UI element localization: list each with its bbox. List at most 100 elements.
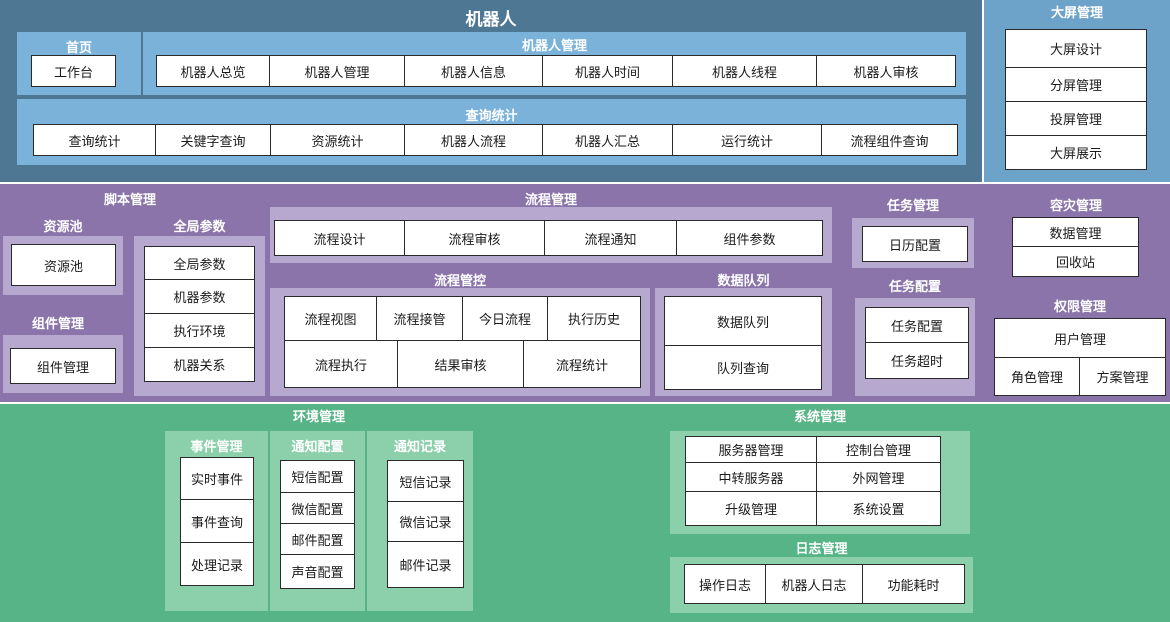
params-title: 全局参数 xyxy=(173,220,226,235)
realtime-event[interactable]: 实时事件 xyxy=(180,457,254,500)
wechat-config[interactable]: 微信配置 xyxy=(280,493,355,524)
sms-config[interactable]: 短信配置 xyxy=(280,460,355,493)
sound-config[interactable]: 声音配置 xyxy=(280,555,355,589)
mail-record[interactable]: 邮件记录 xyxy=(387,542,464,588)
machine-relation[interactable]: 机器关系 xyxy=(144,348,255,382)
flow-stats[interactable]: 流程统计 xyxy=(524,340,641,388)
function-timing[interactable]: 功能耗时 xyxy=(863,564,965,604)
screen-show[interactable]: 大屏展示 xyxy=(1005,136,1147,170)
user-manage[interactable]: 用户管理 xyxy=(994,318,1166,358)
recycle-bin[interactable]: 回收站 xyxy=(1012,247,1139,277)
flow-row: 流程设计 流程审核 流程通知 组件参数 xyxy=(274,220,823,256)
system-settings[interactable]: 系统设置 xyxy=(817,491,941,526)
flow-control-row2: 流程执行 结果审核 流程统计 xyxy=(284,340,641,388)
params-list: 全局参数 机器参数 执行环境 机器关系 xyxy=(144,246,255,382)
data-manage[interactable]: 数据管理 xyxy=(1012,217,1139,247)
robot-info[interactable]: 机器人信息 xyxy=(405,55,543,87)
disaster-title: 容灾管理 xyxy=(1049,199,1102,214)
keyword-query[interactable]: 关键字查询 xyxy=(156,124,271,156)
task-config-list: 任务配置 任务超时 xyxy=(865,307,969,379)
mail-config[interactable]: 邮件配置 xyxy=(280,524,355,555)
flow-takeover[interactable]: 流程接管 xyxy=(377,296,463,341)
calendar-config[interactable]: 日历配置 xyxy=(862,226,968,262)
task-config-title: 任务配置 xyxy=(888,280,941,295)
system-grid: 服务器管理 控制台管理 中转服务器 外网管理 升级管理 系统设置 xyxy=(685,436,941,526)
screen-list: 大屏设计 分屏管理 投屏管理 大屏展示 xyxy=(1005,29,1147,170)
flow-exec[interactable]: 流程执行 xyxy=(284,340,398,388)
log-row: 操作日志 机器人日志 功能耗时 xyxy=(684,564,965,604)
system-title: 系统管理 xyxy=(793,410,846,425)
event-list: 实时事件 事件查询 处理记录 xyxy=(180,457,254,586)
screen-design[interactable]: 大屏设计 xyxy=(1005,29,1147,68)
flow-control-title: 流程管控 xyxy=(433,274,486,289)
data-queue[interactable]: 数据队列 xyxy=(664,296,822,346)
auth-title: 权限管理 xyxy=(1053,300,1106,315)
exec-env[interactable]: 执行环境 xyxy=(144,314,255,348)
pool-title: 资源池 xyxy=(43,220,83,235)
machine-params[interactable]: 机器参数 xyxy=(144,280,255,314)
task-title: 任务管理 xyxy=(886,199,939,214)
console-manage[interactable]: 控制台管理 xyxy=(817,436,941,463)
log-title: 日志管理 xyxy=(795,542,848,557)
screen-title: 大屏管理 xyxy=(1050,6,1103,21)
notify-list: 短信配置 微信配置 邮件配置 声音配置 xyxy=(280,460,355,589)
system-grid-row: 服务器管理 控制台管理 xyxy=(685,436,941,463)
robot-thread[interactable]: 机器人线程 xyxy=(673,55,817,87)
relay-server[interactable]: 中转服务器 xyxy=(685,462,817,492)
component-params[interactable]: 组件参数 xyxy=(677,220,823,256)
flow-component-query[interactable]: 流程组件查询 xyxy=(822,124,958,156)
upgrade-manage[interactable]: 升级管理 xyxy=(685,491,817,526)
flow-title: 流程管理 xyxy=(524,193,577,208)
handle-record[interactable]: 处理记录 xyxy=(180,543,254,586)
query-row: 查询统计 关键字查询 资源统计 机器人流程 机器人汇总 运行统计 流程组件查询 xyxy=(33,124,958,156)
today-flow[interactable]: 今日流程 xyxy=(463,296,548,341)
home-workbench[interactable]: 工作台 xyxy=(31,55,116,87)
screen-cast[interactable]: 投屏管理 xyxy=(1005,102,1147,136)
plan-manage[interactable]: 方案管理 xyxy=(1080,357,1166,396)
task-config[interactable]: 任务配置 xyxy=(865,307,969,343)
record-title: 通知记录 xyxy=(393,440,446,455)
server-manage[interactable]: 服务器管理 xyxy=(685,436,817,463)
notify-title: 通知配置 xyxy=(291,440,344,455)
extranet-manage[interactable]: 外网管理 xyxy=(817,462,941,492)
robot-title: 机器人 xyxy=(465,10,517,30)
robot-manage-title: 机器人管理 xyxy=(521,39,587,54)
flow-view[interactable]: 流程视图 xyxy=(284,296,377,341)
resource-pool[interactable]: 资源池 xyxy=(11,244,116,286)
operation-log[interactable]: 操作日志 xyxy=(684,564,766,604)
screen-split[interactable]: 分屏管理 xyxy=(1005,68,1147,102)
home-title: 首页 xyxy=(65,41,92,56)
query-stats[interactable]: 查询统计 xyxy=(33,124,156,156)
flow-design[interactable]: 流程设计 xyxy=(274,220,405,256)
flow-review[interactable]: 流程审核 xyxy=(405,220,545,256)
robot-flow[interactable]: 机器人流程 xyxy=(405,124,543,156)
robot-time[interactable]: 机器人时间 xyxy=(543,55,673,87)
robot-manage[interactable]: 机器人管理 xyxy=(270,55,405,87)
component-title: 组件管理 xyxy=(31,317,84,332)
sms-record[interactable]: 短信记录 xyxy=(387,460,464,502)
flow-control-row1: 流程视图 流程接管 今日流程 执行历史 xyxy=(284,296,641,341)
result-review[interactable]: 结果审核 xyxy=(398,340,524,388)
queue-query[interactable]: 队列查询 xyxy=(664,346,822,390)
system-grid-row: 中转服务器 外网管理 xyxy=(685,462,941,492)
robot-overview[interactable]: 机器人总览 xyxy=(156,55,270,87)
flow-notify[interactable]: 流程通知 xyxy=(545,220,677,256)
task-timeout[interactable]: 任务超时 xyxy=(865,343,969,379)
robot-manage-row: 机器人总览 机器人管理 机器人信息 机器人时间 机器人线程 机器人审核 xyxy=(156,55,956,87)
disaster-list: 数据管理 回收站 xyxy=(1012,217,1139,277)
global-params[interactable]: 全局参数 xyxy=(144,246,255,280)
robot-review[interactable]: 机器人审核 xyxy=(817,55,956,87)
query-title: 查询统计 xyxy=(465,109,518,124)
run-stats[interactable]: 运行统计 xyxy=(673,124,822,156)
role-manage[interactable]: 角色管理 xyxy=(994,357,1080,396)
resource-stats[interactable]: 资源统计 xyxy=(271,124,405,156)
robot-summary[interactable]: 机器人汇总 xyxy=(543,124,673,156)
wechat-record[interactable]: 微信记录 xyxy=(387,502,464,542)
event-query[interactable]: 事件查询 xyxy=(180,500,254,543)
queue-list: 数据队列 队列查询 xyxy=(664,296,822,390)
robot-log[interactable]: 机器人日志 xyxy=(766,564,863,604)
env-title: 环境管理 xyxy=(292,410,345,425)
exec-history[interactable]: 执行历史 xyxy=(548,296,641,341)
component-manage[interactable]: 组件管理 xyxy=(10,348,116,384)
system-grid-row: 升级管理 系统设置 xyxy=(685,491,941,526)
